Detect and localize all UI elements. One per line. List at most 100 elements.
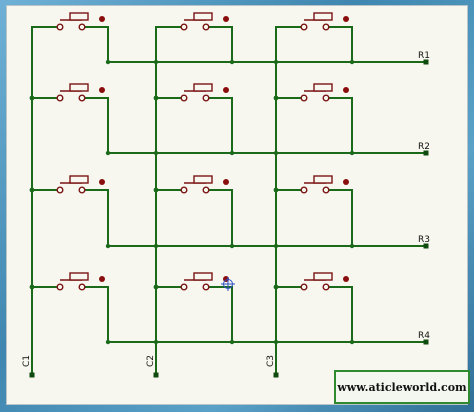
- row-junction-dot: [105, 339, 111, 345]
- switch-pin-dot: [343, 16, 349, 22]
- row-label-3: R3: [418, 235, 430, 245]
- switch-plunger: [193, 12, 213, 21]
- switch-contact-right: [78, 94, 86, 102]
- switch-contact-right: [202, 94, 210, 102]
- push-button-switch-r1-c2: [155, 12, 235, 65]
- row-junction-dot: [349, 243, 355, 249]
- switch-plunger: [313, 175, 333, 184]
- row-terminal-2: [423, 150, 429, 156]
- switch-contact-right: [78, 283, 86, 291]
- column-label-3: C3: [266, 355, 276, 367]
- junction-dot: [29, 95, 35, 101]
- row-terminal-4: [423, 339, 429, 345]
- junction-dot: [273, 187, 279, 193]
- wires-layer: [29, 26, 429, 378]
- row-junction-dot: [229, 150, 235, 156]
- push-button-switch-r2-c3: [273, 83, 355, 156]
- row-junction-dot: [105, 150, 111, 156]
- switch-plunger: [193, 83, 213, 92]
- switch-plunger: [193, 272, 213, 281]
- switch-contact-left: [180, 283, 188, 291]
- switch-contact-left: [180, 186, 188, 194]
- switch-plunger: [69, 175, 89, 184]
- switch-pin-dot: [343, 276, 349, 282]
- junction-dot: [29, 187, 35, 193]
- switch-pin-dot: [99, 276, 105, 282]
- row-junction-dot: [229, 59, 235, 65]
- row-junction-dot: [105, 243, 111, 249]
- row-junction-dot: [105, 59, 111, 65]
- row-terminal-1: [423, 59, 429, 65]
- watermark: www.aticleworld.com: [334, 370, 470, 404]
- switch-contact-left: [56, 94, 64, 102]
- switch-plunger: [313, 83, 333, 92]
- row-label-2: R2: [418, 142, 430, 152]
- junction-dot: [153, 284, 159, 290]
- column-terminal-2: [153, 372, 159, 378]
- junction-dot: [153, 95, 159, 101]
- push-button-switch-r2-c1: [29, 83, 111, 156]
- crossing-junction: [273, 59, 279, 65]
- switch-pin-dot: [223, 179, 229, 185]
- row-junction-dot: [349, 339, 355, 345]
- switch-contact-right: [202, 283, 210, 291]
- push-button-switch-r2-c2: [153, 83, 235, 156]
- switches-layer: [29, 12, 355, 345]
- switch-pin-dot: [223, 87, 229, 93]
- switch-pin-dot: [99, 179, 105, 185]
- cursor-probe-icon: [221, 277, 235, 291]
- row-label-4: R4: [418, 331, 430, 341]
- switch-contact-left: [56, 23, 64, 31]
- junction-dot: [153, 187, 159, 193]
- row-terminal-3: [423, 243, 429, 249]
- switch-plunger: [313, 12, 333, 21]
- switch-contact-right: [322, 186, 330, 194]
- column-label-2: C2: [146, 355, 156, 367]
- push-button-switch-r3-c1: [29, 175, 111, 249]
- junction-dot: [29, 284, 35, 290]
- switch-pin-dot: [343, 87, 349, 93]
- push-button-switch-r1-c1: [31, 12, 111, 65]
- column-terminal-3: [273, 372, 279, 378]
- switch-plunger: [193, 175, 213, 184]
- crossing-junction: [273, 339, 279, 345]
- switch-plunger: [69, 272, 89, 281]
- push-button-switch-r1-c3: [275, 12, 355, 65]
- switch-contact-left: [300, 23, 308, 31]
- switch-contact-left: [300, 283, 308, 291]
- switch-contact-left: [180, 23, 188, 31]
- switch-pin-dot: [343, 179, 349, 185]
- crossing-junction: [153, 59, 159, 65]
- crossing-junction: [273, 243, 279, 249]
- row-label-1: R1: [418, 51, 430, 61]
- switch-contact-left: [300, 186, 308, 194]
- row-junction-dot: [229, 243, 235, 249]
- push-button-switch-r3-c3: [273, 175, 355, 249]
- crossing-junction: [153, 243, 159, 249]
- row-junction-dot: [349, 150, 355, 156]
- row-junction-dot: [349, 59, 355, 65]
- switch-contact-left: [300, 94, 308, 102]
- row-junction-dot: [229, 339, 235, 345]
- switch-contact-right: [78, 23, 86, 31]
- push-button-switch-r4-c1: [29, 272, 111, 345]
- switch-contact-right: [202, 186, 210, 194]
- switch-pin-dot: [99, 16, 105, 22]
- column-terminal-1: [29, 372, 35, 378]
- switch-contact-left: [56, 186, 64, 194]
- switch-contact-left: [180, 94, 188, 102]
- switch-contact-right: [202, 23, 210, 31]
- push-button-switch-r3-c2: [153, 175, 235, 249]
- switch-plunger: [313, 272, 333, 281]
- column-label-1: C1: [22, 355, 32, 367]
- push-button-switch-r4-c3: [273, 272, 355, 345]
- switch-contact-right: [322, 283, 330, 291]
- switch-pin-dot: [99, 87, 105, 93]
- switch-pin-dot: [223, 16, 229, 22]
- switch-contact-right: [322, 23, 330, 31]
- crossing-junction: [153, 339, 159, 345]
- crossing-junction: [153, 150, 159, 156]
